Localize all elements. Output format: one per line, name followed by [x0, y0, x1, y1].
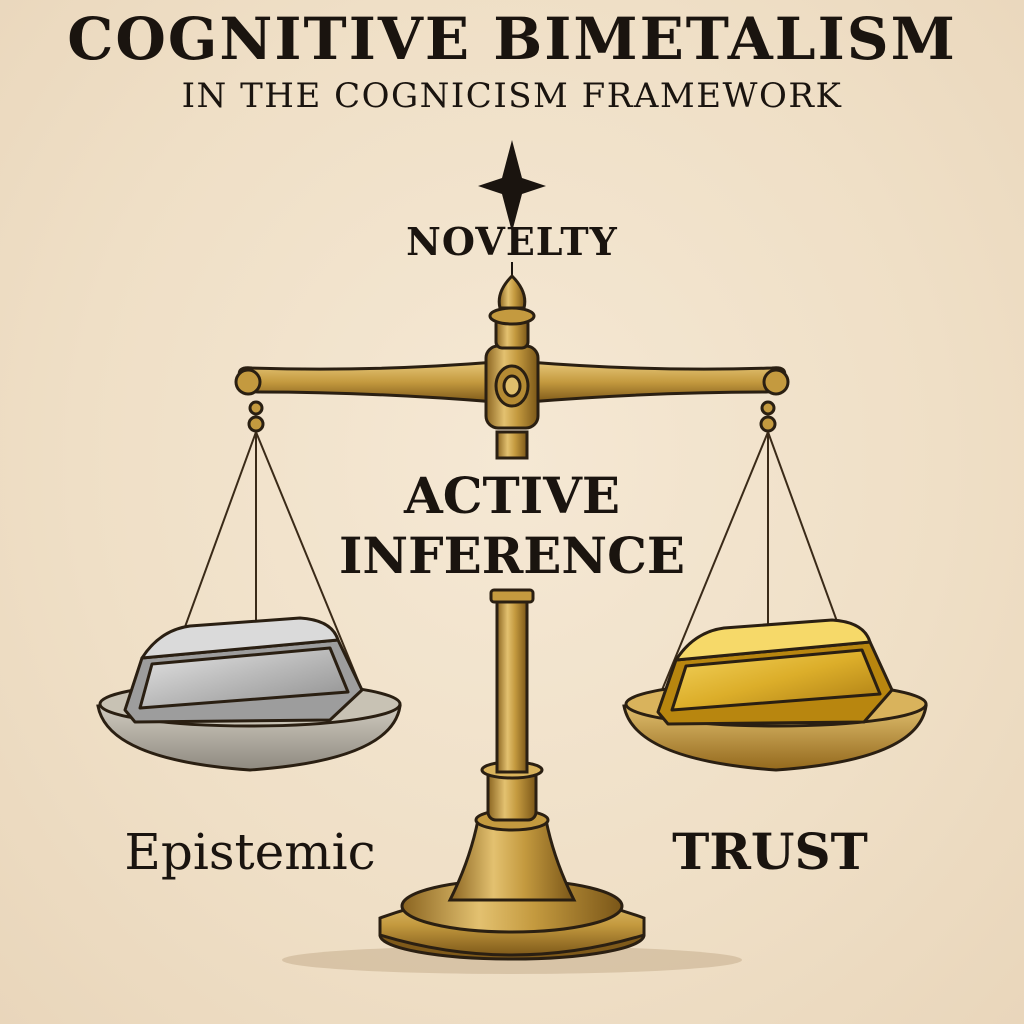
- novelty-label: NOVELTY: [406, 219, 618, 264]
- page-subtitle: IN THE COGNICISM FRAMEWORK: [181, 76, 843, 116]
- silver-ingot-icon: [123, 616, 364, 724]
- active-inference-line2: INFERENCE: [339, 526, 685, 585]
- scale-column: [489, 430, 535, 774]
- gold-ingot-icon: [656, 618, 894, 726]
- active-inference-label: ACTIVE INFERENCE: [312, 466, 712, 586]
- epistemic-label: Epistemic: [124, 823, 376, 881]
- scale-beam: [234, 273, 790, 430]
- scale-base: [378, 760, 646, 961]
- compass-star-icon: [478, 140, 546, 232]
- page-title: Cognitive Bimetalism: [67, 5, 957, 73]
- trust-label: TRUST: [672, 822, 868, 881]
- active-inference-line1: ACTIVE: [403, 466, 621, 525]
- hanger-hooks: [247, 400, 777, 433]
